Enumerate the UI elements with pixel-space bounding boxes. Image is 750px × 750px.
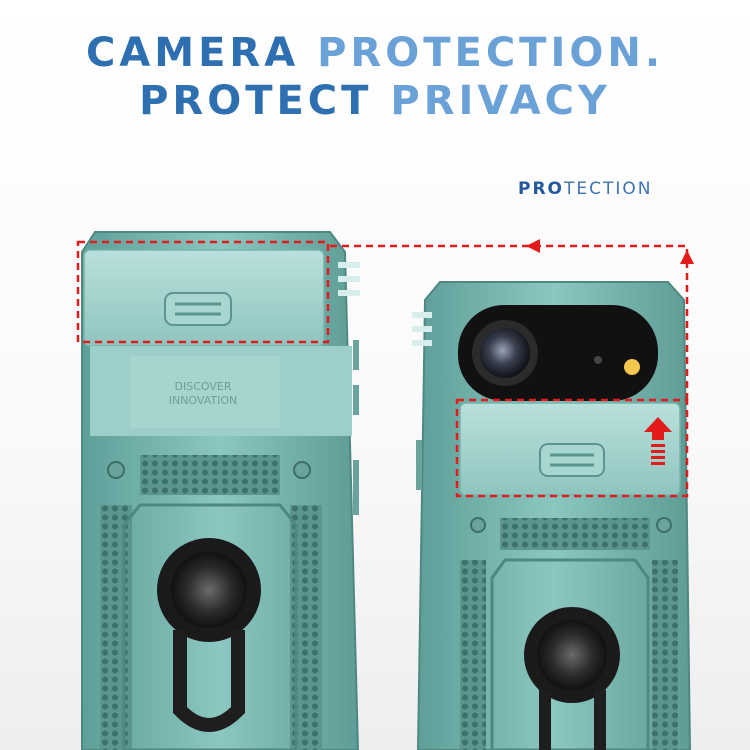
slide-up-icon — [644, 417, 672, 465]
arrow-left-icon — [526, 239, 540, 253]
headline-protection: PROTECTION. — [317, 30, 665, 76]
slide-direction-annotation — [76, 240, 689, 498]
headline-line-2: PROTECT PRIVACY — [0, 78, 750, 124]
protection-label: PROTECTION — [518, 179, 653, 199]
flash-light — [624, 359, 640, 375]
dashed-path — [330, 244, 689, 400]
grip-ridge — [412, 340, 432, 346]
engraving-line-1: DISCOVER — [175, 380, 232, 393]
slider-grip — [164, 292, 232, 326]
grip-ridge — [338, 290, 360, 296]
engraving-line-2: INNOVATION — [169, 394, 238, 407]
headline-protect: PROTECT — [139, 78, 391, 124]
grip-ridge — [338, 262, 360, 268]
grip-ridge — [338, 276, 360, 282]
arrow-up-icon — [680, 250, 694, 264]
grip-ridge — [412, 312, 432, 318]
headline-line-1: CAMERA PROTECTION. — [0, 30, 750, 76]
slider-grip — [539, 443, 605, 477]
protection-label-bold: PRO — [518, 179, 565, 199]
right-phone-case — [412, 281, 692, 750]
grip-ridge — [412, 326, 432, 332]
left-phone-case: DISCOVER INNOVATION — [81, 231, 360, 750]
left-cover-highlight — [76, 240, 330, 344]
right-cover-highlight — [455, 398, 689, 498]
headline-camera: CAMERA — [85, 30, 318, 76]
headline-privacy: PRIVACY — [390, 78, 611, 124]
camera-lens — [480, 328, 530, 378]
protection-label-rest: TECTION — [564, 179, 653, 199]
